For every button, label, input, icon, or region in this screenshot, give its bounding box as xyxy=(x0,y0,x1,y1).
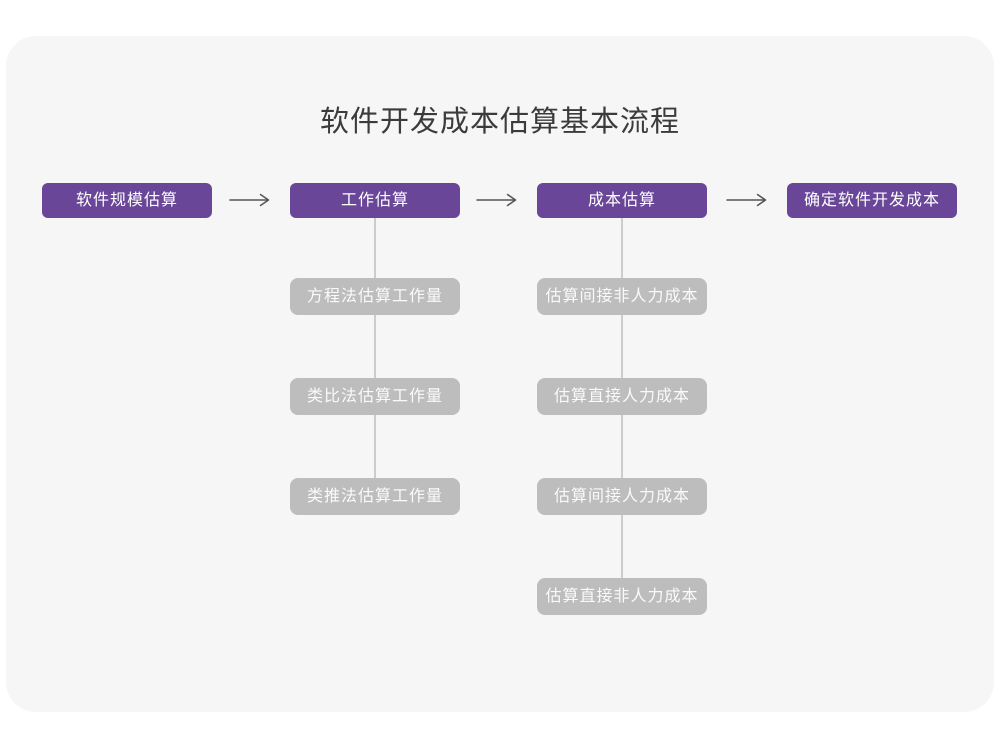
diagram-card: 软件开发成本估算基本流程 软件规模估算 工作估算 成本估算 确定软件开发成本 方… xyxy=(6,36,994,712)
arrow-right-icon xyxy=(228,192,272,213)
arrow-right-icon xyxy=(475,192,519,213)
substep-extrapolation-method: 类推法估算工作量 xyxy=(290,478,460,515)
substep-direct-nonlabor-cost: 估算直接非人力成本 xyxy=(537,578,707,615)
flow-node-software-scale-estimation: 软件规模估算 xyxy=(42,183,212,218)
flow-node-cost-estimation: 成本估算 xyxy=(537,183,707,218)
arrow-right-icon xyxy=(725,192,769,213)
flow-node-work-estimation: 工作估算 xyxy=(290,183,460,218)
substep-equation-method: 方程法估算工作量 xyxy=(290,278,460,315)
flow-node-determine-development-cost: 确定软件开发成本 xyxy=(787,183,957,218)
substep-direct-labor-cost: 估算直接人力成本 xyxy=(537,378,707,415)
substep-analogy-method: 类比法估算工作量 xyxy=(290,378,460,415)
diagram-title: 软件开发成本估算基本流程 xyxy=(319,106,680,138)
connector-line-work xyxy=(374,218,376,480)
substep-indirect-labor-cost: 估算间接人力成本 xyxy=(537,478,707,515)
substep-indirect-nonlabor-cost: 估算间接非人力成本 xyxy=(537,278,707,315)
